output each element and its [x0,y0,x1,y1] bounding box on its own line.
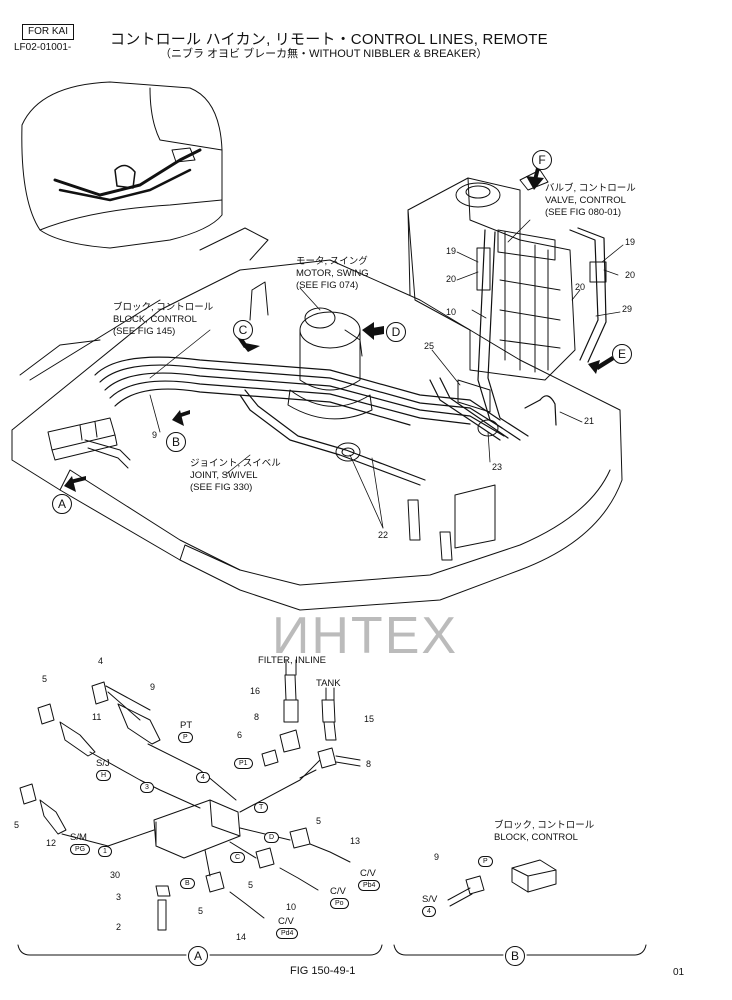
port-badge-sv4: 4 [422,906,436,917]
control-block [47,417,131,469]
port-label-pt: PT [180,720,193,731]
detail-a-lines [17,659,647,956]
tank-label: TANK [316,678,341,689]
part-num: 2 [116,922,122,932]
figure-number: FIG 150-49-1 [290,965,356,977]
part-num: 5 [14,820,20,830]
part-num: 20 [446,274,457,284]
part-num: 23 [492,462,503,472]
callout-d[interactable]: D [386,322,406,342]
port-badge-3: 3 [140,782,154,793]
control-valve [407,169,576,381]
part-num: 5 [42,674,48,684]
part-num: 14 [236,932,247,942]
port-label-cv3: C/V [278,916,294,927]
port-badge-bp: P [478,856,493,867]
part-num: 3 [116,892,122,902]
callout-c[interactable]: C [233,320,253,340]
watermark: ИНТЕХ [272,607,459,665]
upper-frame [11,227,623,611]
part-num: 8 [366,759,372,769]
part-num: 11 [92,712,102,722]
port-badge-c: C [230,852,246,863]
port-label-sj: S/J [96,758,110,769]
part-num: 9 [152,430,158,440]
block-label-en: BLOCK, CONTROL [113,314,197,325]
leader-lines [149,219,624,529]
part-num: 20 [625,270,636,280]
callout-b[interactable]: B [166,432,186,452]
port-badge-h: H [96,770,112,781]
model-tag: FOR KAI [22,24,74,40]
part-num: 9 [150,682,156,692]
port-badge-pg: PG [70,844,91,855]
valve-label-jp: バルブ, コントロール [545,183,636,194]
part-num: 6 [237,730,243,740]
part-num: 5 [198,906,204,916]
part-num: 19 [625,237,636,247]
detail-b-label-jp: ブロック, コントロール [494,820,595,831]
port-badge-p1: P1 [234,758,253,769]
callout-e[interactable]: E [612,344,632,364]
part-num: 16 [250,686,261,696]
page-subtitle: （ニブラ オヨビ ブレーカ無・WITHOUT NIBBLER & BREAKER… [160,48,488,60]
joint-label-en: JOINT, SWIVEL [190,470,258,481]
swing-motor [287,307,373,420]
section-a-marker: A [188,946,208,966]
port-badge-b: B [180,878,195,889]
part-num: 9 [434,852,440,862]
block-label-ref[interactable]: (SEE FIG 145) [113,326,176,337]
detail-b-label-en: BLOCK, CONTROL [494,832,578,843]
port-badge-po: Po [330,898,349,909]
section-b-marker: B [505,946,525,966]
port-badge-4: 4 [196,772,210,783]
filter-label: FILTER, INLINE [258,655,326,666]
part-num: 30 [110,870,121,880]
port-label-sm: S/M [70,832,87,843]
port-label-cv2: C/V [330,886,346,897]
part-num: 20 [575,282,586,292]
part-num: 4 [98,656,104,666]
motor-label-en: MOTOR, SWING [296,268,369,279]
view-arrows [64,168,614,492]
page-number: 01 [673,967,685,978]
part-num: 10 [286,902,297,912]
part-num: 25 [424,341,435,351]
motor-label-jp: モータ, スイング [296,256,368,267]
part-num: 19 [446,246,457,256]
joint-label-jp: ジョイント, スイベル [190,458,281,469]
part-num: 22 [378,530,389,540]
page-title: コントロール ハイカン, リモート・CONTROL LINES, REMOTE [110,31,548,48]
port-badge-1: 1 [98,846,112,857]
port-badge-pb4: Pb4 [358,880,381,891]
port-badge-t: T [254,802,269,813]
callout-f[interactable]: F [532,150,552,170]
valve-label-ref[interactable]: (SEE FIG 080-01) [545,207,622,218]
port-badge-p: P [178,732,193,743]
part-num: 10 [446,307,457,317]
joint-label-ref[interactable]: (SEE FIG 330) [190,482,253,493]
part-num: 21 [584,416,595,426]
part-code: LF02-01001- [14,42,72,53]
motor-label-ref[interactable]: (SEE FIG 074) [296,280,359,291]
cab-inset [21,81,223,249]
clamps [335,247,607,561]
port-label-sv: S/V [422,894,438,905]
port-label-cv1: C/V [360,868,376,879]
part-num: 12 [46,838,57,848]
block-label-jp: ブロック, コントロール [113,302,214,313]
port-badge-d: D [264,832,280,843]
port-badge-pd4: Pd4 [276,928,299,939]
part-num: 15 [364,714,375,724]
part-num: 13 [350,836,361,846]
valve-label-en: VALVE, CONTROL [545,195,626,206]
part-num: 5 [248,880,254,890]
part-num: 29 [622,304,633,314]
part-num: 5 [316,816,322,826]
part-num: 8 [254,712,260,722]
callout-a[interactable]: A [52,494,72,514]
